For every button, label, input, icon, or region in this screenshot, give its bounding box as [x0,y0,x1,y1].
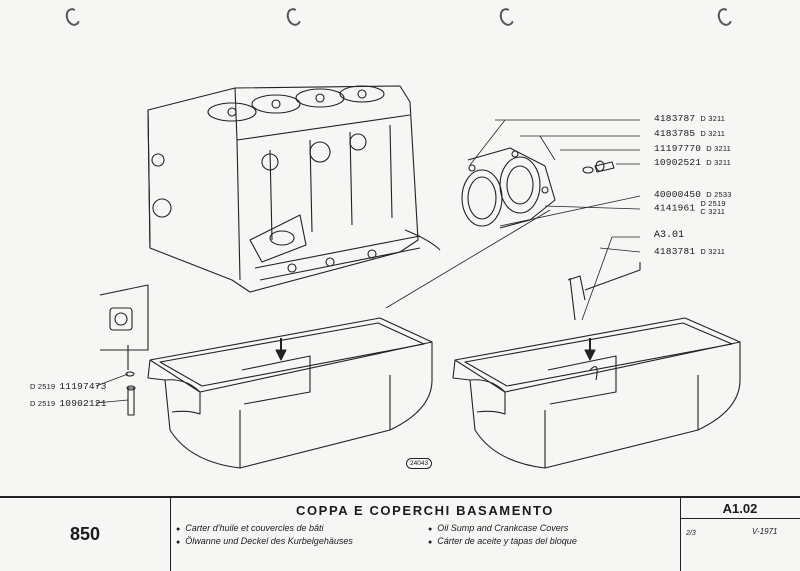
page-title: COPPA E COPERCHI BASAMENTO [295,503,555,518]
callout-4141961-code-bottom: C 3211 [700,207,726,216]
sheet-number: 2/3 [686,530,696,537]
section-code: A1.02 [680,498,800,519]
reference-a301: A3.01 [654,230,685,241]
bolt-detail-illustration [99,284,149,416]
engine-block-illustration [147,85,441,293]
section-info: A1.02 2/3 V-1971 [680,498,800,571]
leader-lines [95,119,641,404]
down-arrows [275,338,596,361]
rear-seal-cover-illustration [461,147,556,229]
subtitle-es: Cárter de aceite y tapas del bloque [428,536,577,546]
model-number: 850 [0,498,171,571]
title-block: 850 COPPA E COPERCHI BASAMENTO Carter d'… [0,496,800,571]
revision-date: V-1971 [752,527,778,536]
subtitle-en: Oil Sump and Crankcase Covers [428,523,568,533]
title-section: COPPA E COPERCHI BASAMENTO Carter d'huil… [170,498,681,571]
right-oil-sump-illustration [452,262,741,469]
subtitle-de: Ölwanne und Deckel des Kurbelgehäuses [176,536,353,546]
left-oil-sump-illustration [147,317,433,469]
screw-washer-illustration [582,160,615,174]
drawing-number: 24043 [406,458,433,469]
exploded-view-drawing [95,85,741,469]
subtitle-fr: Carter d'huile et couvercles de bâti [176,523,323,533]
callout-4141961-code-top: D 2519 [700,199,726,208]
